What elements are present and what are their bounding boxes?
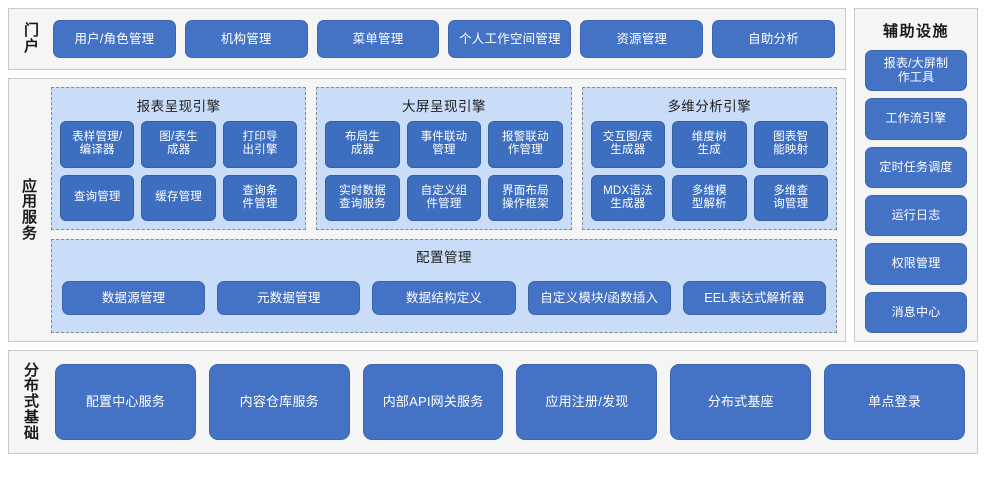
config-item-custom-module-function-insert[interactable]: 自定义模块/函数插入: [527, 281, 671, 315]
portal-button-group: 用户/角色管理 机构管理 菜单管理 个人工作空间管理 资源管理 自助分析: [47, 20, 835, 58]
engine-item-dimension-tree-generation[interactable]: 维度树 生成: [672, 121, 747, 168]
engine-item-print-export-engine[interactable]: 打印导 出引擎: [222, 121, 298, 168]
config-management-row: 数据源管理 元数据管理 数据结构定义 自定义模块/函数插入 EEL表达式解析器: [62, 272, 827, 324]
dist-item-single-sign-on[interactable]: 单点登录: [824, 364, 965, 440]
config-item-datasource-management[interactable]: 数据源管理: [62, 281, 206, 315]
engine-item-multidimensional-query-management[interactable]: 多维查 询管理: [753, 174, 828, 221]
dist-item-internal-api-gateway-service[interactable]: 内部API网关服务: [362, 364, 504, 440]
engine-large-screen-rendering: 大屏呈现引擎 布局生 成器 事件联动 管理 报警联动 作管理 实时数据 查询服务…: [316, 87, 572, 230]
portal-section-label: 门户: [23, 22, 40, 55]
config-management-panel: 配置管理 数据源管理 元数据管理 数据结构定义 自定义模块/函数插入 EEL表达…: [51, 239, 837, 333]
engine-item-query-condition-management[interactable]: 查询条 件管理: [222, 174, 298, 221]
engine-report-rendering: 报表呈现引擎 表样管理/ 编译器 图/表生 成器 打印导 出引擎 查询管理 缓存…: [51, 87, 307, 230]
engine-multidimensional-analysis-title: 多维分析引擎: [667, 99, 752, 114]
engine-item-mdx-syntax-generator[interactable]: MDX语法 生成器: [590, 174, 666, 221]
engine-report-rendering-grid: 表样管理/ 编译器 图/表生 成器 打印导 出引擎 查询管理 缓存管理 查询条 …: [60, 121, 298, 221]
aux-item-runtime-log[interactable]: 运行日志: [865, 194, 967, 237]
portal-item-organization-management[interactable]: 机构管理: [184, 20, 308, 58]
engine-item-chart-table-generator[interactable]: 图/表生 成器: [141, 121, 216, 168]
engine-item-layout-generator[interactable]: 布局生 成器: [325, 121, 400, 168]
engine-item-custom-component-management[interactable]: 自定义组 件管理: [406, 174, 482, 221]
portal-item-resource-management[interactable]: 资源管理: [580, 20, 704, 58]
engines-row: 报表呈现引擎 表样管理/ 编译器 图/表生 成器 打印导 出引擎 查询管理 缓存…: [51, 87, 837, 230]
dist-item-config-center-service[interactable]: 配置中心服务: [55, 364, 196, 440]
application-service-section-label: 应用服务: [21, 177, 38, 242]
engine-item-cache-management[interactable]: 缓存管理: [141, 174, 216, 221]
config-item-eel-expression-parser[interactable]: EEL表达式解析器: [682, 281, 827, 315]
engine-item-multidimensional-model-parsing[interactable]: 多维模 型解析: [672, 174, 747, 221]
config-item-metadata-management[interactable]: 元数据管理: [217, 281, 361, 315]
engine-item-query-management[interactable]: 查询管理: [60, 174, 135, 221]
portal-section: 门户 用户/角色管理 机构管理 菜单管理 个人工作空间管理 资源管理 自助分析: [8, 8, 846, 70]
distributed-base-section: 分布式基础 配置中心服务 内容仓库服务 内部API网关服务 应用注册/发现 分布…: [8, 350, 978, 454]
portal-item-user-role-management[interactable]: 用户/角色管理: [53, 20, 176, 58]
dist-item-app-registration-discovery[interactable]: 应用注册/发现: [516, 364, 658, 440]
engine-large-screen-rendering-title: 大屏呈现引擎: [401, 99, 486, 114]
dist-item-distributed-foundation[interactable]: 分布式基座: [670, 364, 812, 440]
application-service-section: 应用服务 报表呈现引擎 表样管理/ 编译器 图/表生 成器 打印导 出引擎 查询…: [8, 78, 846, 342]
dist-item-content-repository-service[interactable]: 内容仓库服务: [208, 364, 350, 440]
auxiliary-facilities-title: 辅助设施: [882, 23, 949, 40]
engine-item-template-management-compiler[interactable]: 表样管理/ 编译器: [60, 121, 135, 168]
engine-item-interactive-chart-table-generator[interactable]: 交互图/表 生成器: [590, 121, 666, 168]
engine-multidimensional-analysis: 多维分析引擎 交互图/表 生成器 维度树 生成 图表智 能映射 MDX语法 生成…: [581, 87, 837, 230]
portal-item-menu-management[interactable]: 菜单管理: [316, 20, 440, 58]
aux-item-permission-management[interactable]: 权限管理: [865, 243, 967, 285]
aux-item-report-dashboard-authoring-tool[interactable]: 报表/大屏制 作工具: [865, 50, 967, 92]
portal-item-personal-workspace-management[interactable]: 个人工作空间管理: [448, 20, 572, 58]
engine-item-event-linkage-management[interactable]: 事件联动 管理: [406, 121, 482, 168]
engine-item-realtime-data-query-service[interactable]: 实时数据 查询服务: [325, 174, 400, 221]
config-item-data-structure-definition[interactable]: 数据结构定义: [372, 281, 516, 315]
aux-item-scheduled-task-scheduling[interactable]: 定时任务调度: [865, 146, 967, 188]
auxiliary-facilities-list: 报表/大屏制 作工具 工作流引擎 定时任务调度 运行日志 权限管理 消息中心: [865, 50, 967, 333]
portal-item-self-service-analysis[interactable]: 自助分析: [712, 20, 835, 58]
distributed-base-button-group: 配置中心服务 内容仓库服务 内部API网关服务 应用注册/发现 分布式基座 单点…: [47, 364, 965, 440]
distributed-base-section-label: 分布式基础: [23, 361, 40, 442]
engine-large-screen-rendering-grid: 布局生 成器 事件联动 管理 报警联动 作管理 实时数据 查询服务 自定义组 件…: [325, 121, 563, 221]
application-service-content: 报表呈现引擎 表样管理/ 编译器 图/表生 成器 打印导 出引擎 查询管理 缓存…: [45, 87, 837, 333]
engine-item-ui-layout-operation-framework[interactable]: 界面布局 操作框架: [488, 174, 563, 221]
engine-item-chart-intelligent-mapping[interactable]: 图表智 能映射: [753, 121, 828, 168]
engine-report-rendering-title: 报表呈现引擎: [136, 99, 221, 114]
aux-item-workflow-engine[interactable]: 工作流引擎: [865, 98, 967, 140]
aux-item-message-center[interactable]: 消息中心: [865, 291, 967, 333]
config-management-title: 配置管理: [416, 250, 472, 265]
engine-multidimensional-analysis-grid: 交互图/表 生成器 维度树 生成 图表智 能映射 MDX语法 生成器 多维模 型…: [590, 121, 828, 221]
engine-item-alarm-linkage-action-management[interactable]: 报警联动 作管理: [488, 121, 563, 168]
auxiliary-facilities-section: 辅助设施 报表/大屏制 作工具 工作流引擎 定时任务调度 运行日志 权限管理 消…: [854, 8, 978, 342]
